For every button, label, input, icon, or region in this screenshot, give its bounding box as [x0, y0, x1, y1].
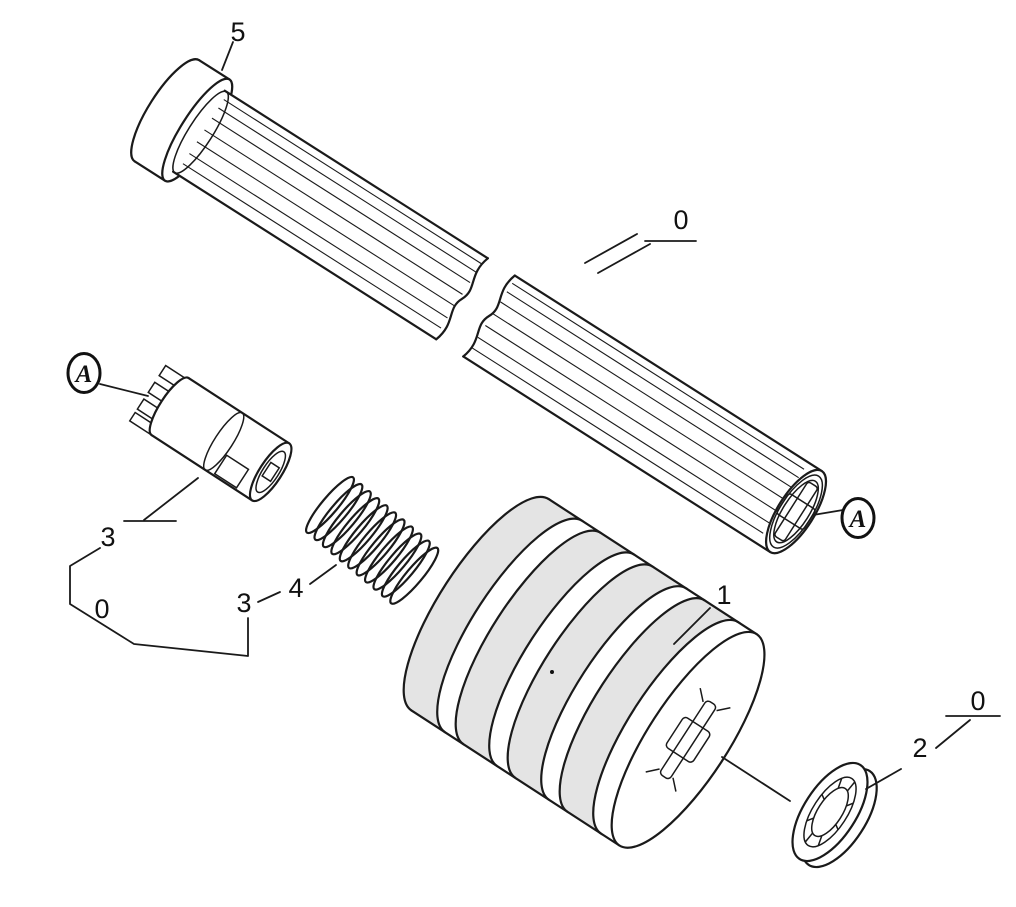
leader-zero-top-diag2	[597, 243, 651, 274]
surface-dot	[550, 670, 554, 674]
leader-detail-a-right	[812, 509, 844, 516]
spline-hub	[645, 687, 731, 792]
coil-spring	[304, 475, 440, 605]
callout-one: 1	[716, 580, 731, 610]
leader-four	[309, 564, 337, 585]
tube-body	[171, 89, 823, 554]
detail-marker-a-left: A	[66, 352, 102, 394]
leader-one	[673, 607, 711, 645]
callout-three-left: 3	[100, 522, 115, 552]
leader-three-left	[143, 477, 199, 521]
detail-a-right-label: A	[848, 506, 867, 533]
callout-two: 2	[912, 733, 927, 763]
callout-part5: 5	[230, 17, 245, 47]
callout-zero-right: 0	[970, 686, 985, 716]
leader-detail-a-left	[99, 383, 149, 397]
spline-coupling	[128, 364, 293, 503]
callout-zero-top: 0	[673, 205, 688, 235]
main-tube	[130, 58, 828, 555]
bracket-zero-left	[69, 547, 249, 657]
detail-marker-a-right: A	[840, 497, 876, 539]
callout-four: 4	[288, 573, 303, 603]
leader-part5	[221, 41, 234, 71]
tube-end-face	[765, 468, 828, 555]
leader-hub-to-ring	[721, 756, 791, 802]
detail-a-left-label: A	[74, 361, 93, 388]
callout-three-center: 3	[236, 588, 251, 618]
tube-break	[435, 257, 516, 358]
lock-ring	[791, 761, 878, 869]
leader-three-center-link	[257, 591, 281, 603]
callout-zero-left: 0	[94, 594, 109, 624]
disc-front-face	[610, 630, 766, 849]
leader-zero-right-diag	[935, 719, 971, 749]
leader-zero-top-diag1	[584, 233, 638, 264]
leader-two	[865, 768, 902, 790]
roller-disc-stack	[402, 495, 766, 849]
